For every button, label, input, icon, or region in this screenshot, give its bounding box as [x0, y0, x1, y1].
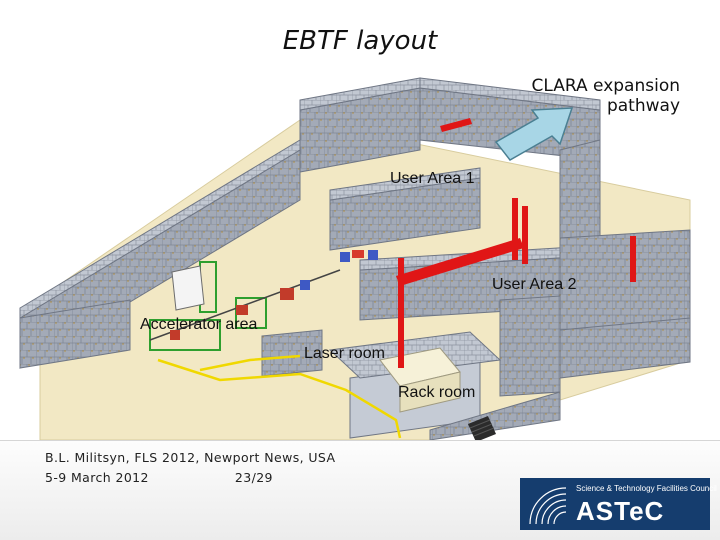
clara-expansion-label: CLARA expansion pathway [532, 76, 680, 116]
date-page-line: 5-9 March 2012 23/29 [45, 468, 335, 488]
rack-room-label: Rack room [398, 384, 476, 401]
slide-title: EBTF layout [282, 26, 438, 56]
gun-cabinet [171, 265, 205, 311]
ebtf-layout-diagram [19, 77, 691, 440]
red-beam-lines [396, 118, 636, 368]
clara-expansion-line: CLARA expansion [531, 76, 680, 96]
radiating-sunburst-icon [529, 487, 567, 525]
shielding-walls [19, 77, 691, 440]
page-number: 23/29 [234, 470, 273, 485]
brand-name: ASTeC [576, 496, 665, 526]
clara-expansion-arrow [494, 107, 574, 161]
laser-room-label: Laser room [304, 345, 385, 362]
cable-tray [157, 354, 402, 439]
user-area-1-label: User Area 1 [390, 170, 475, 187]
council-name: Science & Technology Facilities Council [576, 484, 717, 493]
stairs-icon [468, 416, 496, 440]
author-line: B.L. Militsyn, FLS 2012, Newport News, U… [45, 450, 336, 465]
clara-expansion-line: pathway [606, 96, 680, 116]
beamline-components [149, 250, 378, 341]
date: 5-9 March 2012 [45, 470, 149, 485]
footer-credits: B.L. Militsyn, FLS 2012, Newport News, U… [45, 448, 335, 488]
accelerator-area-label: Accelerator area [140, 316, 258, 333]
astec-logo: Science & Technology Facilities Council … [520, 478, 717, 530]
user-area-2-label: User Area 2 [492, 276, 577, 293]
